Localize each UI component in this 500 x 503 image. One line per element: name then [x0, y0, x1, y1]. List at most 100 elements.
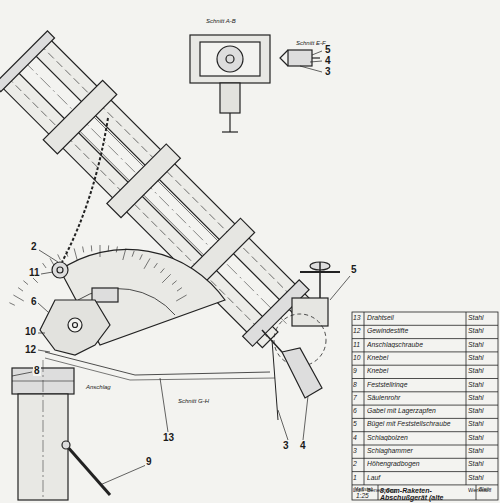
- column-tube: [12, 360, 110, 500]
- part-number: 8: [353, 382, 364, 389]
- callout-number: 3: [282, 441, 290, 451]
- drawing-title: 8,6cm-Raketen-Abschußgerät (alte Fertigu…: [380, 487, 475, 503]
- part-number: 6: [353, 408, 364, 415]
- scale-tick: [108, 245, 110, 251]
- scale-tick: [13, 295, 23, 301]
- scale-tick: [177, 288, 182, 292]
- part-name: Schlaghammer: [367, 448, 465, 455]
- material: Stahl: [468, 328, 497, 335]
- scale-tick: [83, 247, 84, 253]
- part-number: 5: [353, 421, 364, 428]
- part-name: Gabel mit Lagerzapfen: [367, 408, 465, 415]
- material: Stahl: [468, 395, 497, 402]
- sheet-label: Blatt: [479, 487, 489, 492]
- material: Stahl: [468, 355, 497, 362]
- table-rule: [352, 431, 498, 432]
- part-number: 1: [353, 475, 364, 482]
- table-rule: [352, 445, 498, 446]
- scale-tick: [132, 251, 134, 257]
- callout-number: 6: [30, 297, 38, 307]
- scale-tick: [123, 248, 126, 260]
- part-name: Schlagbolzen: [367, 435, 465, 442]
- callout-number: 9: [145, 457, 153, 467]
- part-number: 10: [353, 355, 364, 362]
- table-rule: [352, 391, 498, 392]
- scale-tick: [162, 274, 171, 283]
- table-rule: [352, 325, 498, 326]
- part-number: 2: [353, 461, 364, 468]
- part-name: Höhengradbogen: [367, 461, 465, 468]
- callout-number: 12: [24, 345, 37, 355]
- section-label: Schnitt A-B: [206, 18, 236, 24]
- scale-tick: [144, 258, 150, 268]
- material: Stahl: [468, 368, 497, 375]
- material: Stahl: [468, 448, 497, 455]
- part-name: Anschlagschraube: [367, 342, 465, 349]
- part-number: 3: [353, 448, 364, 455]
- material: Stahl: [468, 461, 497, 468]
- scale-tick: [43, 263, 47, 268]
- scale-tick: [58, 254, 61, 259]
- part-number: 13: [353, 315, 364, 322]
- material: Stahl: [468, 421, 497, 428]
- section-label: Schnitt G-H: [178, 398, 209, 404]
- scale-tick: [176, 295, 186, 301]
- leader-lines: [12, 51, 350, 485]
- scale-tick: [172, 281, 177, 285]
- callout-number: 13: [162, 433, 175, 443]
- parts-table: [352, 312, 498, 500]
- part-name: Drahtseil: [367, 315, 465, 322]
- material: Stahl: [468, 315, 497, 322]
- callout-number: 8: [33, 366, 41, 376]
- table-rule: [352, 418, 498, 419]
- material: Stahl: [468, 435, 497, 442]
- table-rule: [352, 458, 498, 459]
- scale-tick: [154, 263, 158, 268]
- part-name: Lauf: [367, 475, 465, 482]
- part-name: Knebel: [367, 368, 465, 375]
- part-name: Feststellringe: [367, 382, 465, 389]
- table-rule: [352, 405, 498, 406]
- callout-number: 5: [350, 265, 358, 275]
- scale-tick: [91, 245, 93, 251]
- scale-tick: [116, 247, 117, 253]
- material: Stahl: [468, 475, 497, 482]
- part-name: Bügel mit Feststellschraube: [367, 421, 465, 428]
- part-number: 9: [353, 368, 364, 375]
- section-view-ef: [280, 50, 320, 66]
- part-name: Knebel: [367, 355, 465, 362]
- scale-label: Maßstab: [354, 487, 373, 492]
- table-rule: [352, 351, 498, 352]
- callout-number: 4: [324, 56, 332, 66]
- table-rule: [352, 471, 498, 472]
- callout-number: 2: [30, 242, 38, 252]
- material: Stahl: [468, 382, 497, 389]
- table-rule: [352, 484, 498, 485]
- scale-tick: [140, 254, 143, 259]
- part-number: 4: [353, 435, 364, 442]
- part-number: 12: [353, 328, 364, 335]
- scale-tick: [9, 303, 14, 306]
- table-rule: [352, 378, 498, 379]
- stop-lines: [45, 352, 270, 375]
- callout-number: 4: [299, 441, 307, 451]
- material: Stahl: [468, 408, 497, 415]
- trigger-assembly: [262, 262, 340, 420]
- scale-tick: [100, 245, 101, 257]
- note-label: Anschlag: [86, 384, 111, 390]
- fork-bracket: [40, 300, 110, 355]
- launch-rails: [0, 28, 316, 353]
- part-name: Säulenrohr: [367, 395, 465, 402]
- scale-value: 1:25: [356, 493, 369, 500]
- scale-tick: [18, 288, 23, 292]
- callout-number: 5: [324, 45, 332, 55]
- scale-tick: [160, 268, 164, 273]
- table-rule: [352, 338, 498, 339]
- callout-number: 11: [28, 268, 41, 278]
- part-name: Gewindestifte: [367, 328, 465, 335]
- table-rule: [352, 365, 498, 366]
- section-label: Schnitt E-F: [296, 40, 326, 46]
- part-number: 7: [353, 395, 364, 402]
- callout-number: 3: [324, 67, 332, 77]
